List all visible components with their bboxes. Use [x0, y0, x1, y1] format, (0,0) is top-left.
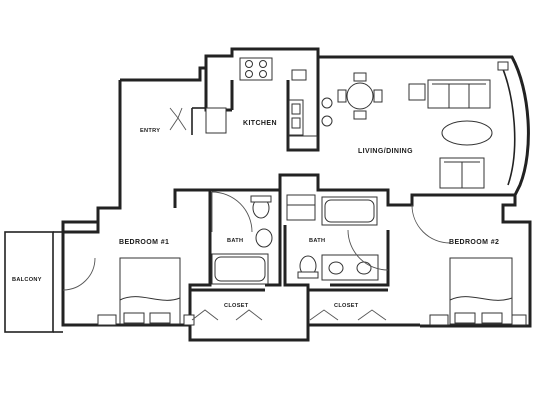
bath1-fixtures [211, 191, 273, 285]
room-label-entry: ENTRY [140, 128, 160, 134]
stool-icon [321, 97, 333, 109]
bathtub-icon [211, 253, 269, 285]
room-label-bedroom2: BEDROOM #2 [449, 239, 499, 246]
sofa-icon [427, 79, 491, 109]
living-furniture [337, 61, 509, 189]
room-labels: ENTRY KITCHEN LIVING/DINING BEDROOM #1 B… [12, 120, 499, 309]
room-label-bath1: BATH [227, 238, 243, 244]
room-label-living-dining: LIVING/DINING [358, 148, 413, 155]
entry-closet [169, 107, 206, 135]
bedroom1-furniture [62, 257, 195, 326]
room-label-kitchen: KITCHEN [243, 120, 277, 127]
room-label-balcony: BALCONY [12, 277, 42, 283]
linen-closet-icon [286, 194, 316, 221]
room-label-closet2: CLOSET [334, 303, 359, 309]
kitchen-fixtures [205, 57, 333, 150]
dining-table-icon [346, 82, 374, 110]
fridge-icon [205, 107, 227, 134]
room-label-bedroom1: BEDROOM #1 [119, 239, 169, 246]
bathtub-icon [321, 196, 378, 226]
closet-doors [191, 309, 387, 321]
bath2-fixtures [286, 194, 389, 281]
bedroom2-furniture [411, 204, 527, 326]
stool-icon [321, 115, 333, 127]
coffee-table-icon [441, 120, 493, 146]
room-label-bath2: BATH [309, 238, 325, 244]
counter-icon [288, 135, 318, 150]
sink-icon [255, 228, 273, 248]
room-label-closet1: CLOSET [224, 303, 249, 309]
vanity-icon [321, 254, 379, 281]
stove-icon [239, 57, 273, 81]
